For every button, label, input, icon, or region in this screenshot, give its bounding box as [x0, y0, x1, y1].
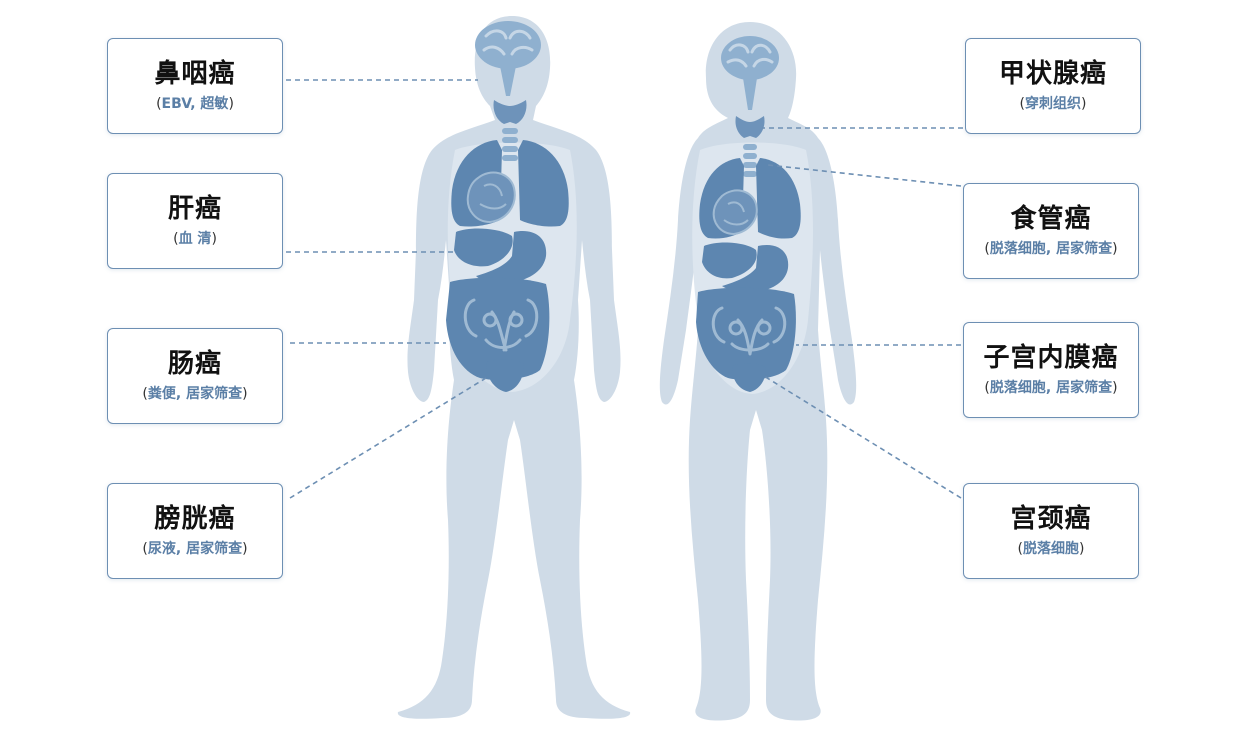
label-thyroid-cancer: 甲状腺癌 (穿刺组织): [965, 38, 1141, 134]
male-intestine: [446, 277, 550, 380]
label-title: 食管癌: [1010, 203, 1092, 234]
label-note: (血 清): [173, 230, 217, 247]
label-bladder-cancer: 膀胱癌 (尿液, 居家筛查): [107, 483, 283, 579]
label-title: 肝癌: [167, 193, 222, 224]
male-figure: [397, 16, 631, 719]
male-stomach: [476, 231, 547, 283]
label-note: (脱落细胞, 居家筛查): [984, 379, 1118, 396]
label-note: (尿液, 居家筛查): [142, 540, 248, 557]
label-title: 肠癌: [167, 348, 222, 379]
label-nasopharyngeal-cancer: 鼻咽癌 (EBV, 超敏): [107, 38, 283, 134]
label-cervical-cancer: 宫颈癌 (脱落细胞): [963, 483, 1139, 579]
label-esophageal-cancer: 食管癌 (脱落细胞, 居家筛查): [963, 183, 1139, 279]
label-title: 宫颈癌: [1010, 503, 1092, 534]
label-note: (粪便, 居家筛查): [142, 385, 248, 402]
female-kidneys: [711, 306, 787, 356]
female-thyroid: [735, 116, 765, 138]
female-uterus: [732, 363, 766, 392]
connector-bladder: [289, 377, 487, 499]
label-title: 子宫内膜癌: [983, 342, 1119, 373]
label-note: (脱落细胞, 居家筛查): [984, 240, 1118, 257]
label-colorectal-cancer: 肠癌 (粪便, 居家筛查): [107, 328, 283, 424]
label-liver-cancer: 肝癌 (血 清): [107, 173, 283, 269]
label-title: 膀胱癌: [154, 503, 236, 534]
male-trachea: [502, 128, 518, 161]
male-heart: [466, 171, 516, 224]
connector-lines: [286, 79, 963, 499]
female-liver: [702, 242, 757, 279]
female-heart: [712, 189, 758, 236]
male-liver: [454, 228, 513, 267]
label-note: (EBV, 超敏): [156, 95, 234, 112]
label-note: (穿刺组织): [1019, 95, 1087, 112]
label-note: (脱落细胞): [1017, 540, 1085, 557]
female-stomach: [722, 244, 789, 293]
connector-cervix: [763, 375, 962, 499]
female-lung-right: [756, 158, 801, 239]
male-bladder: [486, 359, 524, 392]
male-thyroid: [493, 100, 527, 124]
male-kidneys: [463, 298, 539, 352]
label-title: 鼻咽癌: [154, 58, 236, 89]
label-title: 甲状腺癌: [998, 58, 1107, 89]
label-endometrial-cancer: 子宫内膜癌 (脱落细胞, 居家筛查): [963, 322, 1139, 418]
male-brain: [475, 21, 541, 96]
female-trachea: [743, 144, 757, 177]
female-brain: [721, 36, 779, 110]
female-figure: [659, 22, 857, 721]
male-lung-right: [518, 140, 569, 227]
